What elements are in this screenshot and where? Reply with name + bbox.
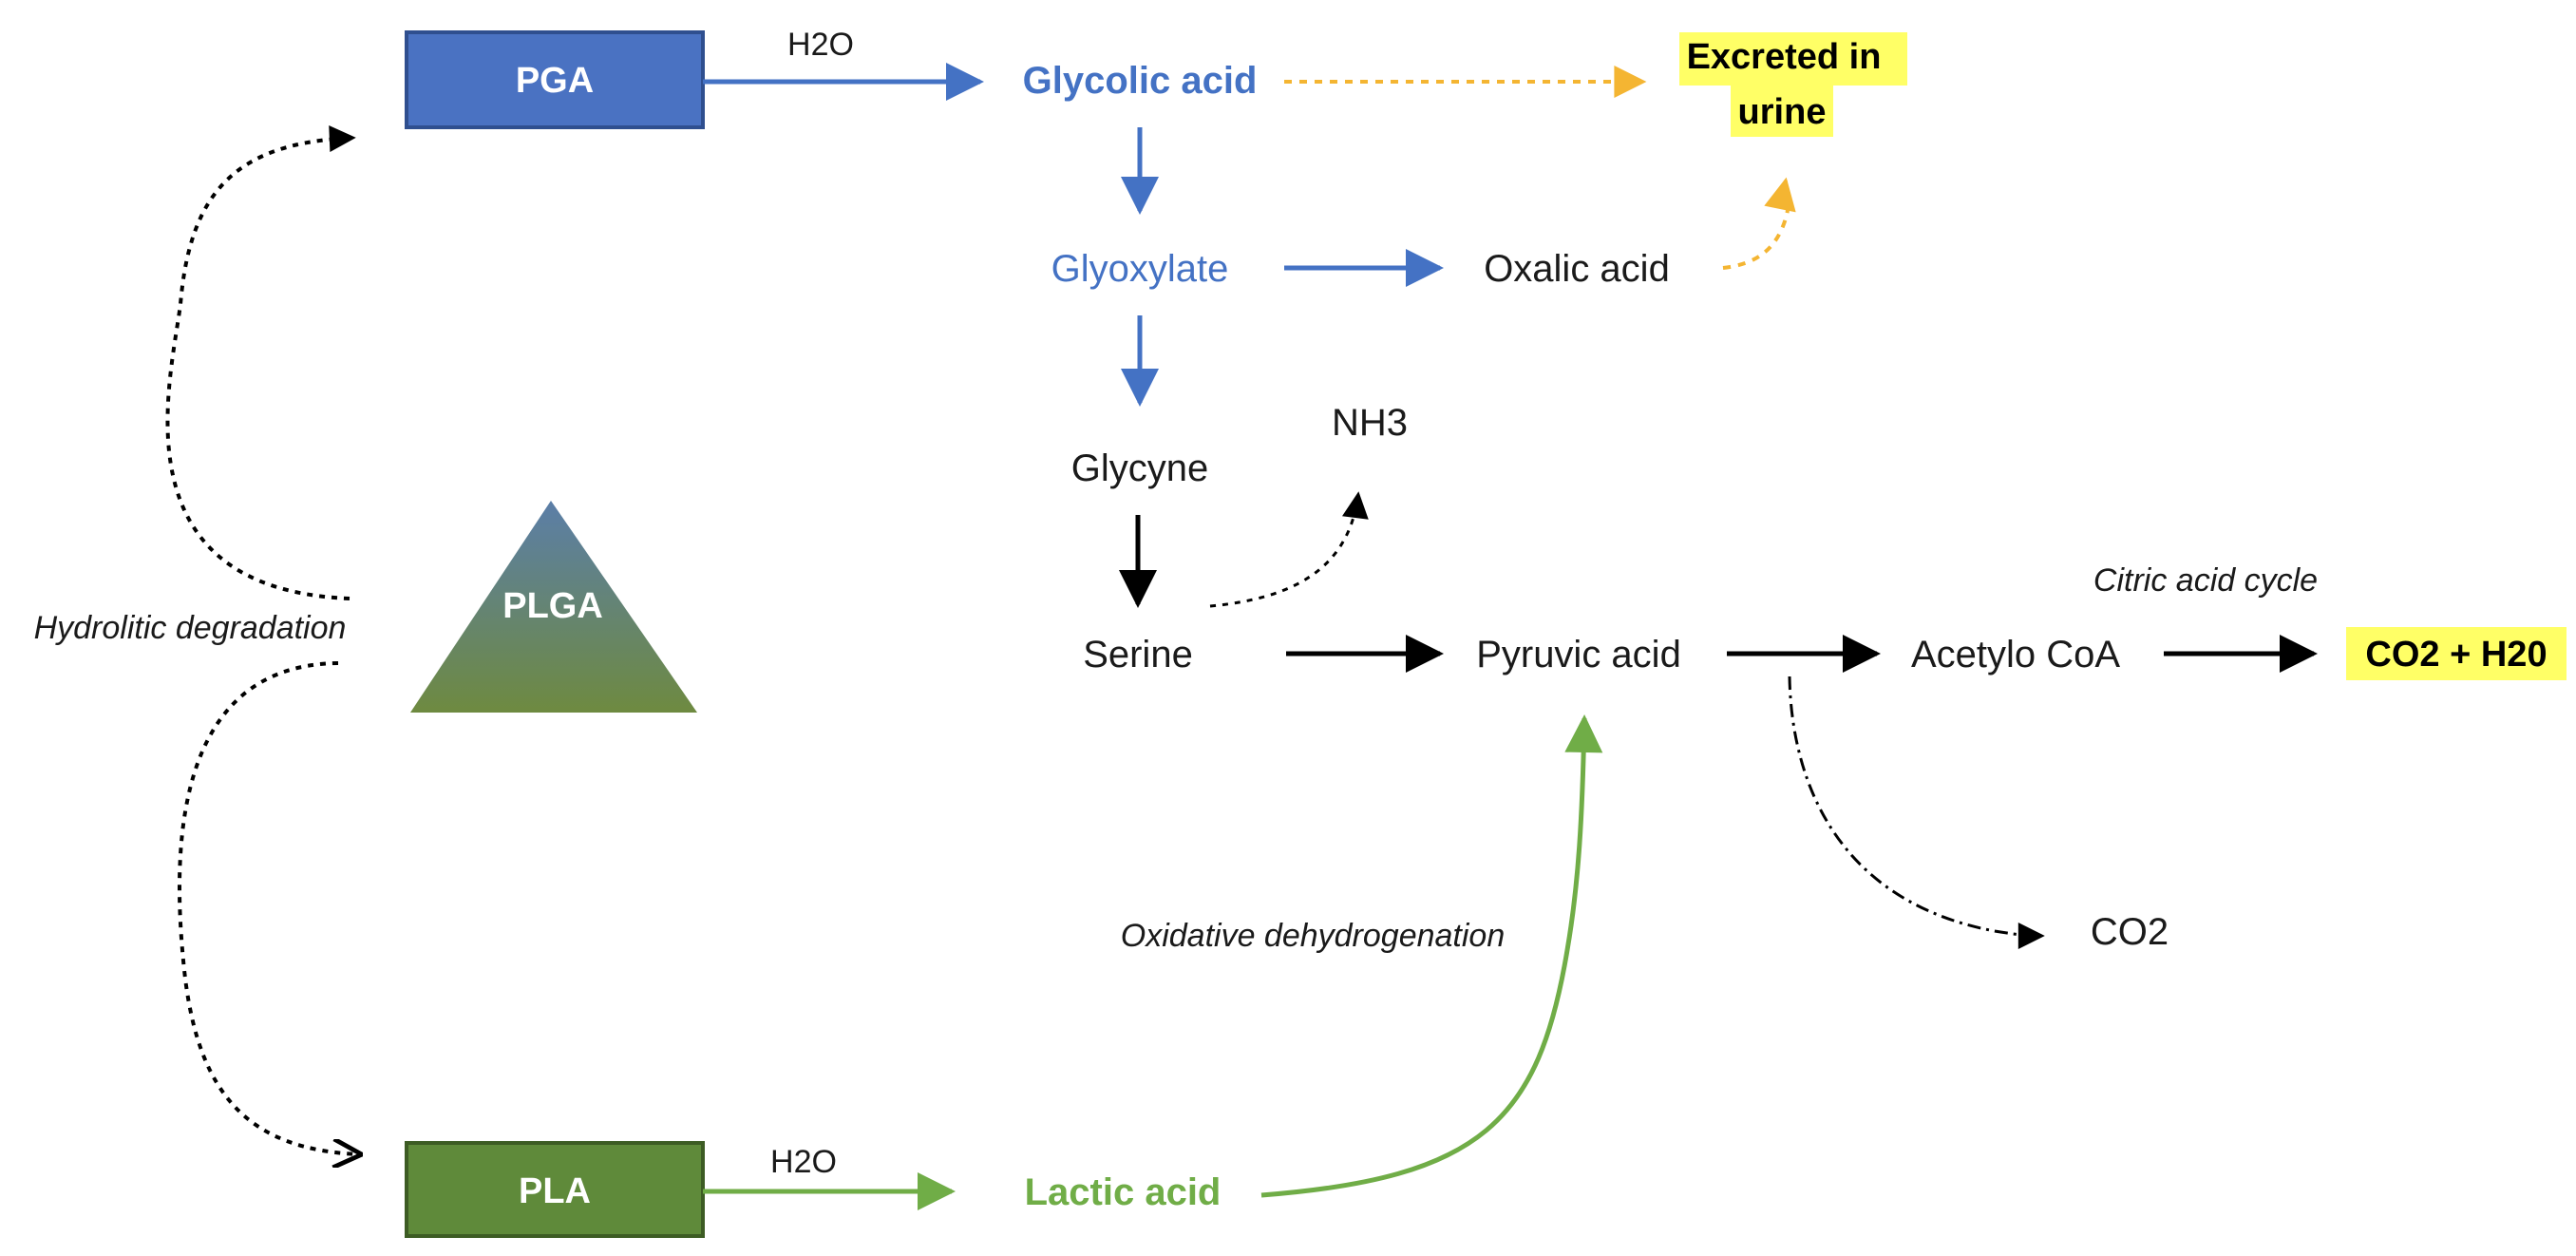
pla-box: PLA [405,1141,705,1238]
pga-box: PGA [405,30,705,129]
citric-acid-note: Citric acid cycle [2093,562,2318,599]
oxidative-note: Oxidative dehydrogenation [1121,918,1506,954]
hydrolitic-arrow-up [165,125,356,600]
oxalic-acid-label: Oxalic acid [1484,248,1670,290]
acetylo-coa-label: Acetylo CoA [1911,634,2120,676]
excreted-highlight-2 [1731,86,1833,137]
hydrolitic-note: Hydrolitic degradation [34,610,347,646]
hydrolitic-arrow-down [177,661,359,1154]
glyoxylate-label: Glyoxylate [1051,248,1229,290]
excreted-label-line1: Excreted in [1687,37,1882,77]
pga-label: PGA [516,61,594,101]
serine-label: Serine [1083,634,1193,676]
plga-triangle: PLGA [410,501,697,713]
co2-h2o-label: CO2 + H20 [2365,635,2547,675]
lactic-to-pyruvic-arrow [1260,714,1603,1198]
serine-to-nh3-arrow [1209,491,1369,608]
pla-box-shape [405,1141,705,1238]
excreted-highlight-1 [1679,32,1907,86]
plga-label: PLGA [502,586,603,626]
h2o-bottom-label: H2O [770,1144,837,1180]
pyruvic-to-co2-arrow [1788,676,2045,949]
glycyne-label: Glycyne [1071,447,1209,489]
co2-label: CO2 [2091,911,2169,953]
plga-triangle-shape [410,501,697,713]
excreted-label-line2: urine [1738,92,1827,132]
oxalic-to-urine-arrow [1722,177,1796,270]
pla-label: PLA [519,1171,591,1211]
glycolic-acid-label: Glycolic acid [1023,60,1258,102]
h2o-top-label: H2O [787,27,854,63]
lactic-acid-label: Lactic acid [1025,1171,1222,1213]
nh3-label: NH3 [1332,402,1408,444]
co2-h2o-highlight [2346,627,2567,680]
pga-box-shape [405,30,705,129]
pyruvic-acid-label: Pyruvic acid [1476,634,1681,676]
